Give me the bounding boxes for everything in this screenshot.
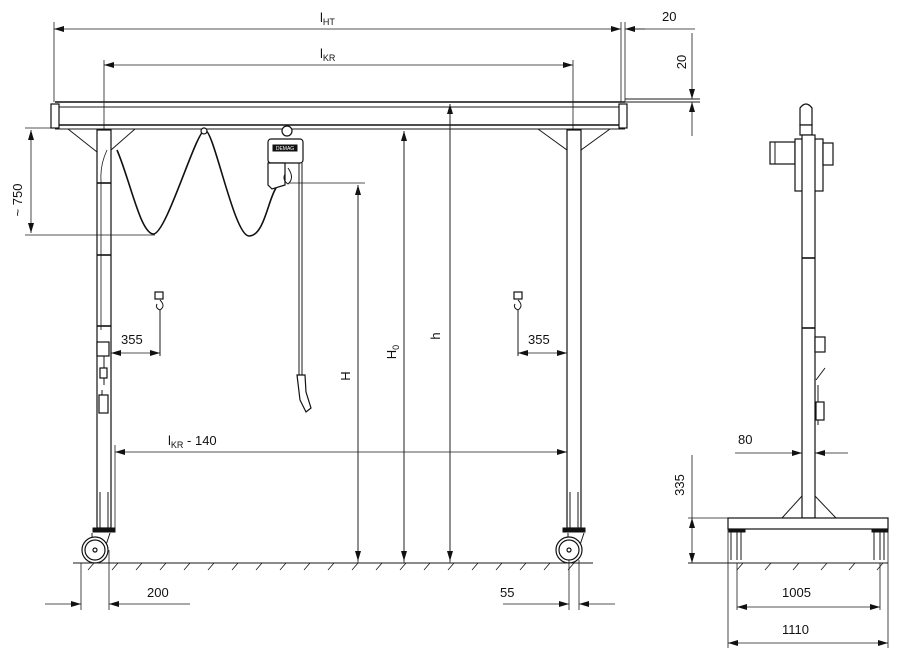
label-h: h bbox=[428, 332, 443, 339]
right-post bbox=[537, 128, 611, 533]
label-overhang: 20 bbox=[662, 9, 676, 24]
label-beam-height: 20 bbox=[674, 55, 689, 69]
top-beam bbox=[50, 98, 700, 130]
hook-right bbox=[513, 291, 523, 356]
dim-l-kr: lKR bbox=[103, 46, 574, 130]
label-H: H bbox=[338, 371, 353, 380]
dim-base-inner: 1005 bbox=[736, 563, 881, 610]
dim-base-outer: 1110 bbox=[727, 529, 889, 648]
floor-line bbox=[73, 562, 593, 571]
label-base-height: 335 bbox=[672, 474, 687, 496]
label-hook-left: 355 bbox=[121, 332, 143, 347]
label-l-kr: lKR bbox=[320, 46, 336, 63]
right-caster bbox=[555, 532, 585, 564]
dim-overhang-20: 20 bbox=[625, 9, 695, 32]
hook-left bbox=[154, 291, 164, 356]
left-caster bbox=[81, 532, 111, 564]
dim-clear-height: h bbox=[428, 104, 453, 563]
label-cable-sag: ~ 750 bbox=[10, 184, 25, 217]
dim-hook-height: H bbox=[289, 182, 365, 563]
front-view: DEMAG lHT bbox=[10, 9, 700, 610]
label-l-kr-minus: lKR - 140 bbox=[168, 433, 217, 450]
side-feet bbox=[728, 528, 889, 560]
left-post bbox=[67, 128, 136, 533]
label-post-width: 80 bbox=[738, 432, 752, 447]
hoist-brand-label: DEMAG bbox=[276, 146, 294, 152]
label-base-outer: 1110 bbox=[782, 622, 809, 637]
dim-h0: H0 bbox=[384, 131, 407, 563]
dim-left-foot: 200 bbox=[45, 550, 190, 610]
dim-right-foot: 55 bbox=[500, 560, 615, 610]
festoon-cable bbox=[116, 129, 277, 237]
dim-l-ht: lHT bbox=[53, 10, 626, 102]
cable-trolley bbox=[200, 127, 208, 135]
label-right-foot: 55 bbox=[500, 585, 514, 600]
label-base-inner: 1005 bbox=[782, 585, 811, 600]
dim-beam-20: 20 bbox=[674, 33, 695, 136]
dim-base-height: 335 bbox=[672, 455, 728, 563]
label-hook-right: 355 bbox=[528, 332, 550, 347]
side-column bbox=[801, 134, 816, 519]
dim-hook-right: 355 bbox=[518, 332, 567, 356]
side-view: 80 335 1005 1110 bbox=[672, 103, 889, 648]
dim-post-width: 80 bbox=[735, 432, 848, 456]
dim-l-kr-minus: lKR - 140 bbox=[114, 433, 567, 530]
dim-hook-left: 355 bbox=[111, 332, 160, 356]
side-trolley bbox=[799, 103, 813, 126]
label-l-ht: lHT bbox=[320, 10, 335, 27]
label-left-foot: 200 bbox=[147, 585, 169, 600]
chain-hoist: DEMAG bbox=[267, 125, 312, 413]
dim-cable-sag: ~ 750 bbox=[10, 127, 155, 236]
label-H0: H0 bbox=[384, 345, 401, 359]
side-base bbox=[727, 517, 889, 530]
